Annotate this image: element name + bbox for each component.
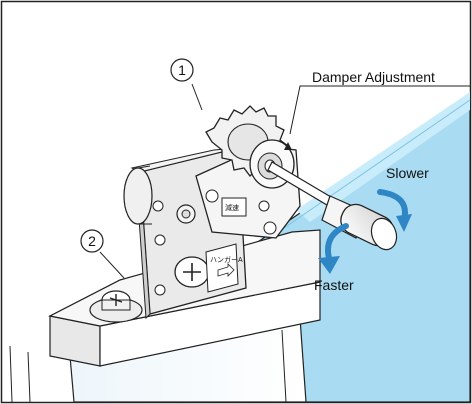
screwdriver <box>267 161 398 251</box>
hanger-sticker: ハンガーA <box>205 243 243 293</box>
slower-label: Slower <box>386 165 429 181</box>
faster-arrow-icon <box>318 223 349 274</box>
hanger-sticker-text: ハンガーA <box>210 255 243 264</box>
damper-adjustment-label: Damper Adjustment <box>312 69 435 85</box>
plate-sticker-text: 減速 <box>225 203 239 212</box>
faster-label: Faster <box>314 277 354 293</box>
slower-arrow-icon <box>377 189 412 232</box>
callout-1-number: 1 <box>178 62 186 78</box>
callout-1: 1 <box>170 58 194 82</box>
leader-lines <box>99 83 470 279</box>
callout-2-number: 2 <box>88 233 96 249</box>
bracket-screw <box>174 256 210 288</box>
callout-2: 2 <box>80 229 104 253</box>
mounting-bolt <box>89 290 143 323</box>
glass-panel <box>251 92 471 403</box>
